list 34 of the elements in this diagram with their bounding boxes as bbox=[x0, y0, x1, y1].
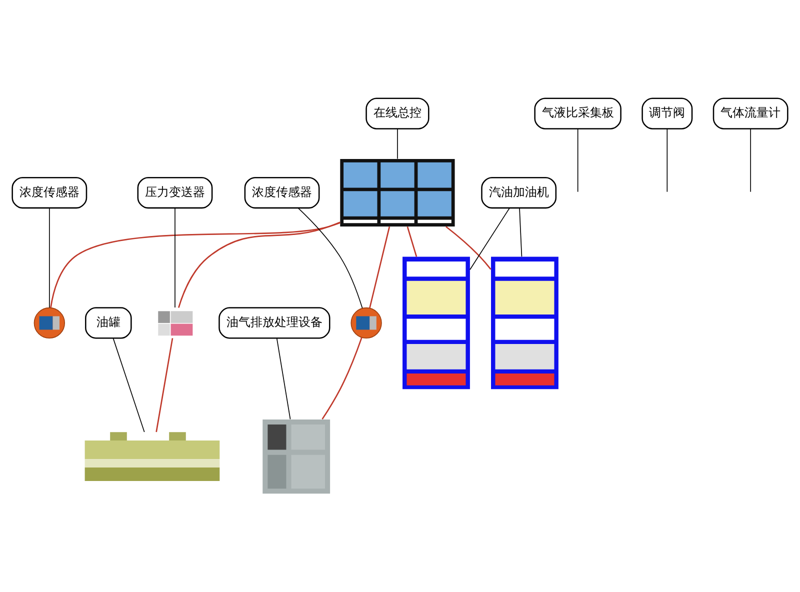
node-picture bbox=[402, 256, 470, 390]
node-box: 浓度传感器 bbox=[244, 176, 320, 209]
connector bbox=[666, 128, 668, 192]
node-box: 在线总控 bbox=[366, 98, 430, 130]
node-box: 气体流量计 bbox=[712, 98, 788, 130]
connector bbox=[470, 208, 510, 270]
node-box: 油气排放处理设备 bbox=[218, 307, 330, 339]
node-box: 调节阀 bbox=[642, 98, 693, 130]
connector bbox=[397, 128, 398, 160]
connector bbox=[298, 208, 363, 309]
connector bbox=[48, 208, 50, 308]
connector bbox=[178, 222, 340, 308]
node-box: 油罐 bbox=[85, 307, 132, 339]
connector bbox=[406, 226, 418, 257]
connector bbox=[276, 338, 291, 420]
node-picture bbox=[262, 419, 330, 494]
connector bbox=[156, 338, 174, 432]
node-picture bbox=[350, 307, 382, 339]
node-box: 浓度传感器 bbox=[12, 176, 88, 209]
connector bbox=[519, 208, 522, 257]
node-box: 气液比采集板 bbox=[534, 98, 622, 130]
connector bbox=[750, 128, 752, 192]
node-picture bbox=[34, 307, 65, 339]
connector bbox=[174, 208, 176, 308]
node-picture bbox=[340, 159, 455, 226]
node-box: 压力变送器 bbox=[137, 176, 213, 209]
connector bbox=[322, 337, 362, 420]
connector bbox=[577, 128, 578, 192]
node-picture bbox=[491, 256, 558, 390]
node-box: 汽油加油机 bbox=[481, 176, 557, 209]
connector bbox=[112, 338, 145, 432]
connector bbox=[446, 226, 492, 270]
connector bbox=[369, 226, 390, 308]
connector bbox=[50, 222, 340, 308]
